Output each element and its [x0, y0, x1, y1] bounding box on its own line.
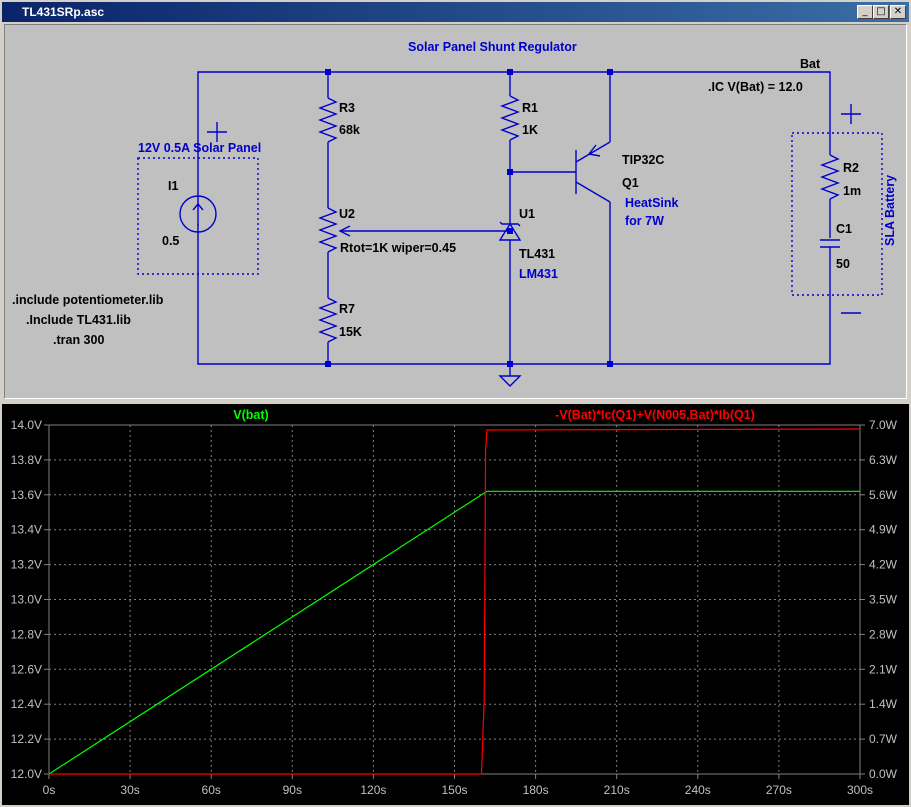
x-tick-label: 300s [847, 783, 873, 797]
r3-value[interactable]: 68k [339, 123, 360, 137]
i1-value[interactable]: 0.5 [162, 234, 179, 248]
q1-value[interactable]: TIP32C [622, 153, 664, 167]
x-tick-label: 270s [766, 783, 792, 797]
title-bar[interactable]: TL431SRp.asc _ □ ✕ [2, 2, 909, 22]
y-left-tick-label: 12.4V [11, 697, 42, 711]
minimize-button[interactable]: _ [857, 5, 873, 19]
x-tick-label: 30s [120, 783, 139, 797]
y-left-tick-label: 12.6V [11, 662, 42, 676]
schematic-wires [137, 71, 883, 387]
net-label-bat: Bat [800, 57, 821, 71]
u1-value[interactable]: TL431 [519, 247, 555, 261]
i1-ref[interactable]: I1 [168, 179, 178, 193]
x-tick-label: 240s [685, 783, 711, 797]
y-right-tick-label: 4.2W [869, 558, 898, 572]
trace-label-power[interactable]: -V(Bat)*Ic(Q1)+V(N005,Bat)*Ib(Q1) [555, 408, 755, 422]
r3-ref[interactable]: R3 [339, 101, 355, 115]
u1-alt-label: LM431 [519, 267, 558, 281]
y-left-tick-label: 13.0V [11, 593, 42, 607]
solar-panel-label: 12V 0.5A Solar Panel [138, 141, 261, 155]
x-tick-label: 120s [360, 783, 386, 797]
c1-value[interactable]: 50 [836, 257, 850, 271]
window-title: TL431SRp.asc [22, 5, 105, 19]
battery-label: SLA Battery [883, 175, 897, 246]
waveform-chart[interactable]: 0s 30s 60s 90s 120s 150s 180s 210s 240s 270s 300s 1… [2, 404, 909, 805]
y-right-tick-label: 0.7W [869, 732, 898, 746]
y-left-tick-label: 14.0V [11, 418, 42, 432]
u1-ref[interactable]: U1 [519, 207, 535, 221]
waveform-pane[interactable]: 0s 30s 60s 90s 120s 150s 180s 210s 240s 270s 300s 1… [2, 404, 909, 805]
schematic-pane[interactable]: Solar Panel Shunt Regulator Bat .IC V(Ba… [4, 24, 907, 399]
r7-value[interactable]: 15K [339, 325, 362, 339]
y-right-tick-label: 7.0W [869, 418, 898, 432]
schematic-title: Solar Panel Shunt Regulator [408, 40, 577, 54]
r1-value[interactable]: 1K [522, 123, 538, 137]
y-right-tick-label: 3.5W [869, 593, 898, 607]
heatsink-label-line1: HeatSink [625, 196, 679, 210]
y-right-tick-label: 2.1W [869, 662, 898, 676]
trace-vbat[interactable] [48, 490, 860, 775]
trace-power[interactable] [49, 428, 861, 775]
y-left-tick-label: 12.8V [11, 627, 42, 641]
y-left-tick-label: 12.2V [11, 732, 42, 746]
r2-ref[interactable]: R2 [843, 161, 859, 175]
x-tick-label: 150s [441, 783, 467, 797]
y-right-tick-label: 1.4W [869, 697, 898, 711]
directive-include-tl431[interactable]: .Include TL431.lib [26, 313, 131, 327]
x-tick-label: 60s [202, 783, 221, 797]
c1-ref[interactable]: C1 [836, 222, 852, 236]
y-right-tick-label: 2.8W [869, 627, 898, 641]
y-left-tick-label: 13.6V [11, 488, 42, 502]
y-left-tick-label: 13.2V [11, 558, 42, 572]
r7-ref[interactable]: R7 [339, 302, 355, 316]
x-tick-label: 180s [523, 783, 549, 797]
y-left-tick-label: 13.8V [11, 453, 42, 467]
y-right-tick-label: 4.9W [869, 523, 898, 537]
x-tick-label: 90s [283, 783, 302, 797]
directive-tran[interactable]: .tran 300 [53, 333, 104, 347]
r1-ref[interactable]: R1 [522, 101, 538, 115]
close-button[interactable]: ✕ [890, 5, 906, 19]
x-tick-label: 210s [604, 783, 630, 797]
y-left-tick-label: 13.4V [11, 523, 42, 537]
y-left-tick-label: 12.0V [11, 767, 42, 781]
y-right-tick-label: 5.6W [869, 488, 898, 502]
y-right-tick-label: 6.3W [869, 453, 898, 467]
u2-value[interactable]: Rtot=1K wiper=0.45 [340, 241, 456, 255]
q1-ref[interactable]: Q1 [622, 176, 639, 190]
ic-directive[interactable]: .IC V(Bat) = 12.0 [708, 80, 803, 94]
heatsink-label-line2: for 7W [625, 214, 664, 228]
y-right-tick-label: 0.0W [869, 767, 898, 781]
directive-include-pot[interactable]: .include potentiometer.lib [12, 293, 164, 307]
r2-value[interactable]: 1m [843, 184, 861, 198]
u2-ref[interactable]: U2 [339, 207, 355, 221]
pane-splitter[interactable] [0, 400, 911, 404]
maximize-button[interactable]: □ [873, 5, 889, 19]
trace-label-vbat[interactable]: V(bat) [233, 408, 268, 422]
junction-dots [325, 69, 613, 367]
x-tick-label: 0s [43, 783, 56, 797]
